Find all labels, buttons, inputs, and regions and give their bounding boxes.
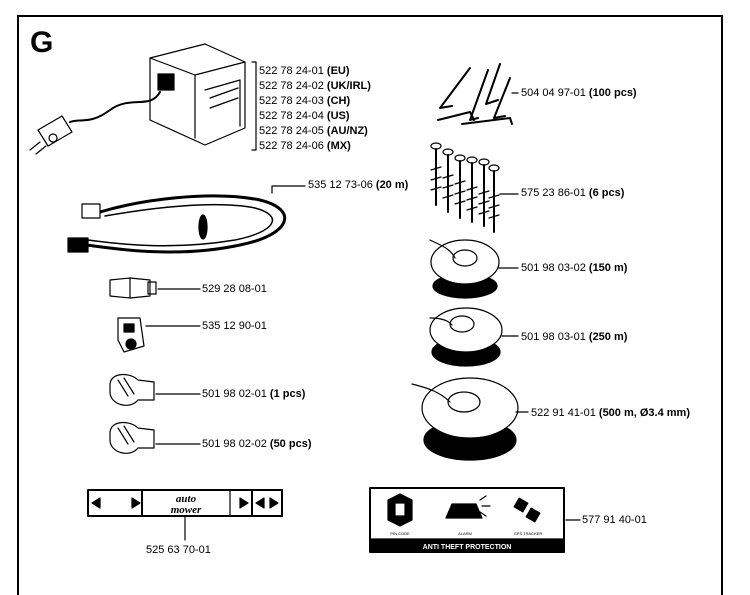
pegs-label: 504 04 97-01 (100 pcs) <box>521 87 637 99</box>
ruler-strip-drawing <box>87 489 283 541</box>
coupler-1-label: 501 98 02-01 (1 pcs) <box>202 388 306 400</box>
pegs-drawing <box>437 63 513 125</box>
decal-pin-label: PIN CODE <box>390 531 410 536</box>
contact-label: 535 12 90-01 <box>202 320 267 332</box>
screws-drawing <box>430 142 500 233</box>
coupler-1-drawing <box>109 374 201 406</box>
decal-alarm-label: ALARM <box>458 531 472 536</box>
low-voltage-cable-drawing <box>67 185 306 254</box>
contact-drawing <box>117 317 201 353</box>
power-supply-label-6: 522 78 24-06 (MX) <box>259 140 351 152</box>
splice-drawing <box>109 277 201 299</box>
splice-label: 529 28 08-01 <box>202 283 267 295</box>
ruler-logo-line2: mower <box>171 504 202 516</box>
decal-gps-label: GPS TRACKER <box>514 531 543 536</box>
section-letter: G <box>30 26 54 59</box>
power-supply-label-4: 522 78 24-04 (US) <box>259 110 350 122</box>
wire-150-label: 501 98 03-02 (150 m) <box>521 262 628 274</box>
power-supply-label-2: 522 78 24-02 (UK/IRL) <box>259 80 371 92</box>
power-supply-label-5: 522 78 24-05 (AU/NZ) <box>259 125 368 137</box>
decal-drawing <box>369 487 581 553</box>
wire-250-label: 501 98 03-01 (250 m) <box>521 331 628 343</box>
wire-spool-150-drawing <box>429 239 519 299</box>
wire-500-label: 522 91 41-01 (500 m, Ø3.4 mm) <box>531 407 690 419</box>
power-supply-drawing <box>29 43 257 155</box>
coupler-50-drawing <box>109 422 201 454</box>
ruler-label: 525 63 70-01 <box>146 544 211 556</box>
diagram-frame <box>17 15 723 595</box>
coupler-50-label: 501 98 02-02 (50 pcs) <box>202 438 312 450</box>
wire-spool-250-drawing <box>429 307 519 367</box>
power-supply-label-3: 522 78 24-03 (CH) <box>259 95 351 107</box>
power-supply-label-1: 522 78 24-01 (EU) <box>259 65 350 77</box>
decal-banner: ANTI THEFT PROTECTION <box>423 544 512 551</box>
ruler-logo-line1: auto <box>176 493 197 505</box>
screws-label: 575 23 86-01 (6 pcs) <box>521 187 625 199</box>
low-voltage-cable-label: 535 12 73-06 (20 m) <box>308 179 409 191</box>
wire-spool-500-drawing <box>411 377 529 461</box>
decal-label: 577 91 40-01 <box>582 514 647 526</box>
